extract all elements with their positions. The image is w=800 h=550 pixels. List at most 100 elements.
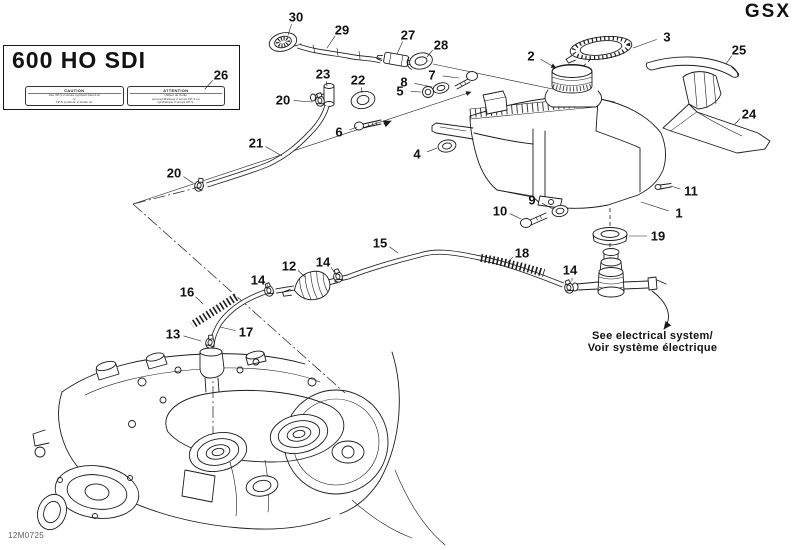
leader-line	[542, 203, 553, 209]
grommet-part28	[406, 51, 434, 72]
callout-label-3: 3	[663, 30, 670, 45]
note-line-fr: Voir système électrique	[587, 341, 718, 354]
leader-line	[415, 83, 432, 87]
callout-label-11: 11	[684, 184, 698, 199]
nut-part5	[423, 87, 434, 98]
leader-line	[411, 91, 421, 92]
elbow-fitting-part23	[311, 84, 335, 107]
callout-label-29: 29	[335, 23, 349, 38]
washer-part8	[432, 81, 450, 95]
engine-illustration	[33, 348, 445, 545]
oil-valve-assembly	[572, 249, 666, 298]
callout-label-8: 8	[400, 75, 407, 90]
caution-label-french: ATTENTION Utiliser de l'huile semi-synth…	[126, 86, 225, 106]
leader-line	[508, 257, 513, 262]
grommet-part4	[437, 139, 457, 154]
callout-label-25: 25	[732, 43, 746, 58]
callout-label-14: 14	[251, 273, 266, 288]
vent-hose-part29	[298, 45, 381, 61]
callout-label-18: 18	[515, 246, 529, 261]
inline-filter-part12	[280, 266, 341, 307]
engine-variant-label: 600 HO SDI	[12, 47, 146, 73]
callout-label-5: 5	[396, 84, 403, 99]
leader-line	[298, 271, 305, 278]
callout-label-30: 30	[289, 10, 303, 25]
callout-label-20: 20	[167, 166, 181, 181]
hose-clamp-part13	[204, 334, 216, 350]
callout-label-14: 14	[563, 263, 578, 278]
leader-line	[184, 336, 201, 341]
callout-label-13: 13	[166, 327, 180, 342]
console-trim-part25	[646, 57, 738, 77]
leader-line	[350, 127, 357, 130]
leader-line	[541, 60, 557, 69]
protective-sleeve-part18	[481, 258, 544, 273]
grommet-part19	[593, 228, 627, 246]
caution-label-english: CAUTION Use XP-S 2-stroke synthetic blen…	[25, 86, 124, 106]
leader-line	[443, 76, 459, 78]
leader-line	[633, 40, 657, 49]
callout-label-14: 14	[316, 255, 331, 270]
leader-line	[641, 202, 668, 211]
caution-header-en: CAUTION	[28, 88, 121, 94]
model-badge: GSX	[744, 1, 791, 22]
callout-label-19: 19	[651, 229, 665, 244]
callout-label-4: 4	[413, 147, 421, 162]
leader-line	[735, 119, 740, 124]
washer-part9	[551, 204, 569, 218]
bolt-part7	[455, 72, 478, 90]
leader-line	[267, 285, 268, 287]
stud-part11	[655, 184, 671, 190]
deflector-part24	[663, 72, 770, 153]
bolt-part10	[521, 213, 548, 228]
hose-clamp-part14-mid	[331, 267, 344, 284]
callout-label-15: 15	[373, 236, 387, 251]
hose-clamp-part14-right	[562, 278, 575, 295]
oil-tank	[432, 33, 665, 208]
callout-label-22: 22	[351, 73, 365, 88]
oil-caution-label: CAUTION Use XP-S 2-stroke synthetic blen…	[25, 86, 225, 106]
oil-supply-hose-part21	[207, 106, 327, 185]
leader-line	[327, 36, 335, 48]
oil-feed-hose-part15	[276, 252, 563, 291]
document-code: 12M0725	[8, 531, 45, 540]
leader-line	[390, 247, 398, 253]
grommet-part22	[349, 89, 376, 111]
construction-lines	[133, 59, 615, 450]
callout-label-16: 16	[180, 285, 194, 300]
callout-label-24: 24	[742, 107, 757, 122]
leader-line	[327, 82, 328, 86]
callout-label-21: 21	[249, 136, 263, 151]
leader-line	[428, 148, 438, 152]
leader-line	[196, 297, 203, 304]
callout-label-6: 6	[335, 125, 342, 140]
check-valve-part27	[376, 51, 414, 68]
leader-line	[266, 147, 282, 156]
bolt-part6	[355, 120, 382, 130]
leader-line	[288, 24, 292, 35]
hose-clamp-part14-left	[262, 281, 275, 298]
callout-label-17: 17	[239, 325, 253, 340]
callout-label-10: 10	[493, 204, 507, 219]
see-electrical-arrow	[652, 291, 672, 330]
hose-clamp-part20-upper	[313, 91, 326, 108]
leader-line	[331, 267, 334, 272]
leader-line	[184, 177, 193, 183]
oil-hose-part17	[212, 291, 268, 347]
electrical-system-note: See electrical system/ Voir système élec…	[555, 330, 750, 354]
callout-label-28: 28	[434, 38, 448, 53]
engine-variant-box: 600 HO SDI CAUTION Use XP-S 2-stroke syn…	[3, 45, 240, 110]
vent-cap-part30	[267, 30, 301, 55]
callout-label-9: 9	[528, 193, 535, 208]
note-line-en: See electrical system/	[592, 330, 713, 342]
leader-line	[427, 50, 433, 57]
callout-label-23: 23	[316, 67, 330, 82]
leader-line	[671, 186, 680, 189]
protective-sleeve-part16	[192, 297, 236, 325]
callout-label-2: 2	[527, 49, 534, 64]
leader-line	[220, 327, 235, 331]
callout-label-12: 12	[282, 259, 296, 274]
callout-label-7: 7	[428, 68, 435, 83]
